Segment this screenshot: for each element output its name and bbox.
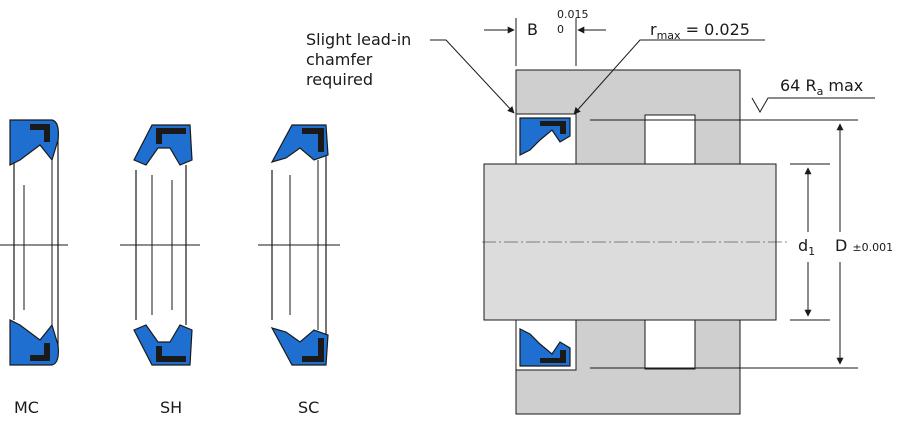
chamfer-note-line3: required [306,70,374,89]
sh-top-lip [133,124,193,166]
width-tolerance-lower: 0 [557,23,564,36]
installed-seal-top [519,117,571,156]
seal-mc-section [0,119,68,366]
sc-top-lip [270,124,329,163]
roughness-label: 64 Ra max [780,76,864,98]
chamfer-note-line2: chamfer [306,50,373,69]
chamfer-leader [430,39,515,114]
variant-label-sc: SC [298,398,320,417]
shaft-diameter-label: d1 [798,236,816,258]
roughness-symbol [751,97,875,114]
width-tolerance-upper: 0.015 [557,8,589,21]
sc-bottom-lip [270,327,329,366]
radius-leader [573,39,765,115]
variant-label-sh: SH [160,398,183,417]
radius-label: rmax = 0.025 [650,20,750,42]
seal-sh-section [120,124,200,366]
chamfer-note-line1: Slight lead-in [306,30,412,49]
sh-bottom-lip [133,324,193,366]
width-symbol: B [527,20,538,39]
variant-label-mc: MC [14,398,39,417]
installed-seal-bottom [519,328,571,367]
seal-sc-section [258,124,340,366]
housing-assembly [430,18,875,415]
bore-diameter-label: D ±0.001 [835,236,894,255]
